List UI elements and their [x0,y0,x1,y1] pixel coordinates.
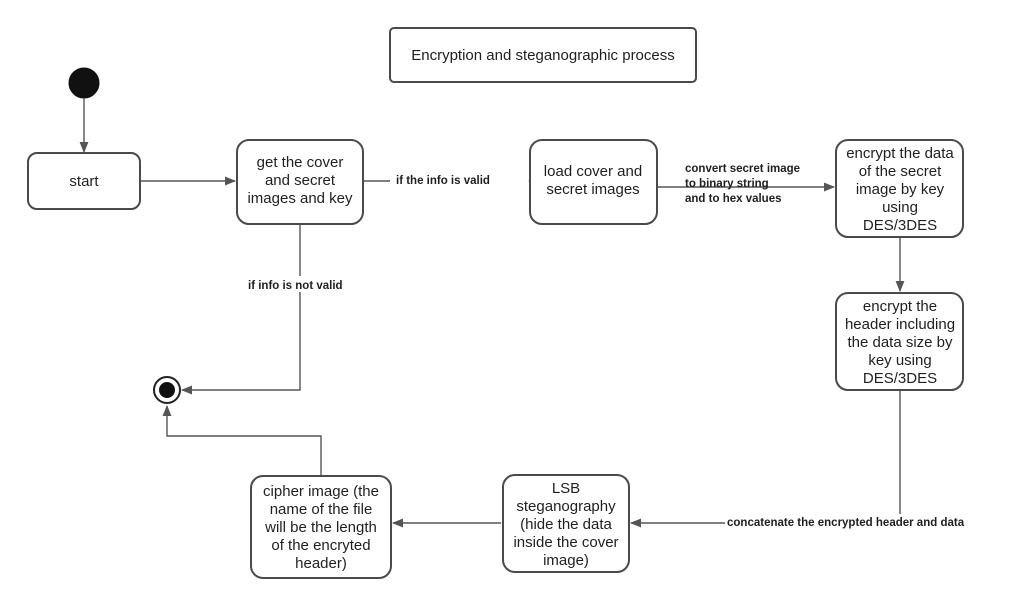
edge-label-valid: if the info is valid [396,175,490,187]
title-box [389,27,697,83]
node-encrypt-header: encrypt the header including the data si… [835,292,964,391]
node-load-images-line: secret images [546,181,639,198]
edge-label-concatenate: concatenate the encrypted header and dat… [727,517,965,529]
node-cipher-image-line: name of the file [270,501,373,518]
node-encrypt-data-line: encrypt the data [846,145,954,162]
node-encrypt-header-line: header including [845,316,955,333]
node-start-label: start [69,173,99,190]
edge-cipher-final [162,404,322,476]
edge-label-convert-2: to binary string [685,178,769,190]
node-load-images: load cover and secret images [529,139,658,225]
node-lsb-line: LSB [552,480,580,497]
node-encrypt-header-line: the data size by [847,334,953,351]
node-start: start [27,152,141,210]
node-lsb: LSB steganography (hide the data inside … [502,474,630,573]
node-encrypt-data: encrypt the data of the secret image by … [835,139,964,238]
edges [79,98,905,528]
initial-node [68,67,100,99]
node-cipher-image-line: of the encryted [271,537,370,554]
node-get-inputs-line: and secret [265,172,336,189]
node-get-inputs-line: images and key [247,190,353,207]
label-bg-valid [390,172,528,188]
label-bg-not-valid [246,276,354,292]
node-encrypt-header-line: key using [868,352,931,369]
node-cipher-image-line: header) [295,555,347,572]
final-node [153,376,181,404]
node-lsb-line: image) [543,552,589,569]
node-encrypt-header-line: encrypt the [863,298,937,315]
diagram-title: Encryption and steganographic process [389,27,697,83]
edge-header-lsb [629,390,901,528]
edge-label-not-valid: if info is not valid [248,280,343,292]
label-bg-concatenate [725,514,981,530]
node-cipher-image-line: will be the length [264,519,377,536]
node-encrypt-data-line: of the secret [859,163,942,180]
node-cipher-image: cipher image (the name of the file will … [250,475,392,579]
node-get-inputs: get the cover and secret images and key [236,139,364,225]
node-cipher-image-line: cipher image (the [263,483,379,500]
edge-get-final [180,224,301,395]
node-encrypt-data-line: image by key [856,181,945,198]
node-lsb-line: steganography [516,498,616,515]
title-label: Encryption and steganographic process [411,47,675,64]
edge-label-convert-1: convert secret image [685,163,800,175]
node-encrypt-data-line: DES/3DES [863,217,937,234]
node-get-inputs-line: get the cover [257,154,344,171]
node-load-images-line: load cover and [544,163,642,180]
node-encrypt-data-line: using [882,199,918,216]
edge-label-convert-3: and to hex values [685,193,782,205]
node-encrypt-header-line: DES/3DES [863,370,937,387]
node-lsb-line: (hide the data [520,516,612,533]
node-lsb-line: inside the cover [513,534,618,551]
